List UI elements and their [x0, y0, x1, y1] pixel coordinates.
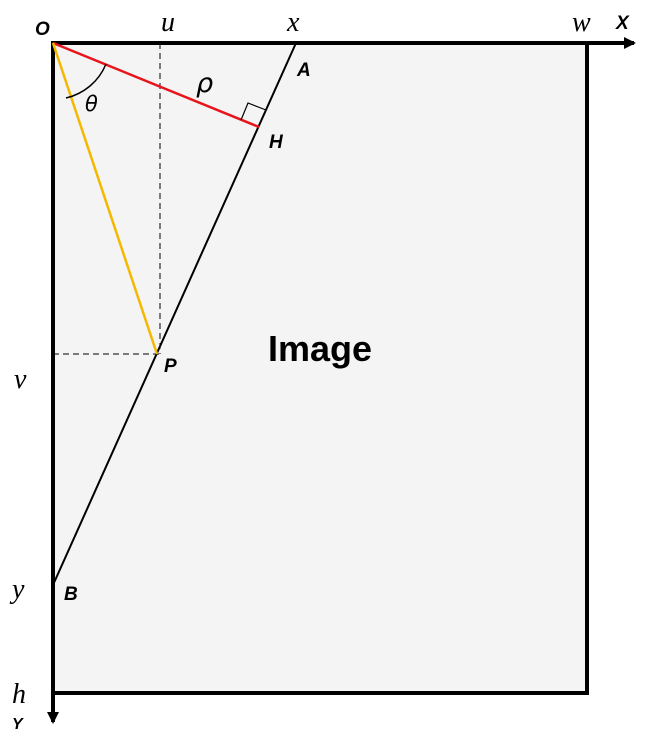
theta-label: θ [85, 92, 98, 116]
v-label: v [14, 364, 27, 395]
point-p-label: P [164, 356, 177, 377]
point-h-label: H [269, 132, 284, 153]
x-label: x [286, 7, 300, 38]
y-axis-label: Y [12, 716, 24, 733]
right-angle-marker [240, 102, 267, 121]
w-label: w [572, 7, 591, 38]
point-a-label: A [296, 60, 311, 81]
image-label: Image [268, 328, 372, 369]
line-ab [52, 42, 297, 586]
u-label: u [161, 7, 175, 38]
image-region [51, 41, 589, 695]
y-label: y [9, 574, 25, 605]
rho-label: ρ [196, 68, 213, 99]
theta-arc [65, 63, 107, 99]
h-label: h [12, 679, 26, 710]
rho-segment [52, 41, 260, 129]
point-b-label: B [64, 584, 78, 605]
x-axis-label: X [615, 13, 630, 34]
op-segment [51, 42, 159, 355]
origin-label: O [35, 19, 50, 40]
